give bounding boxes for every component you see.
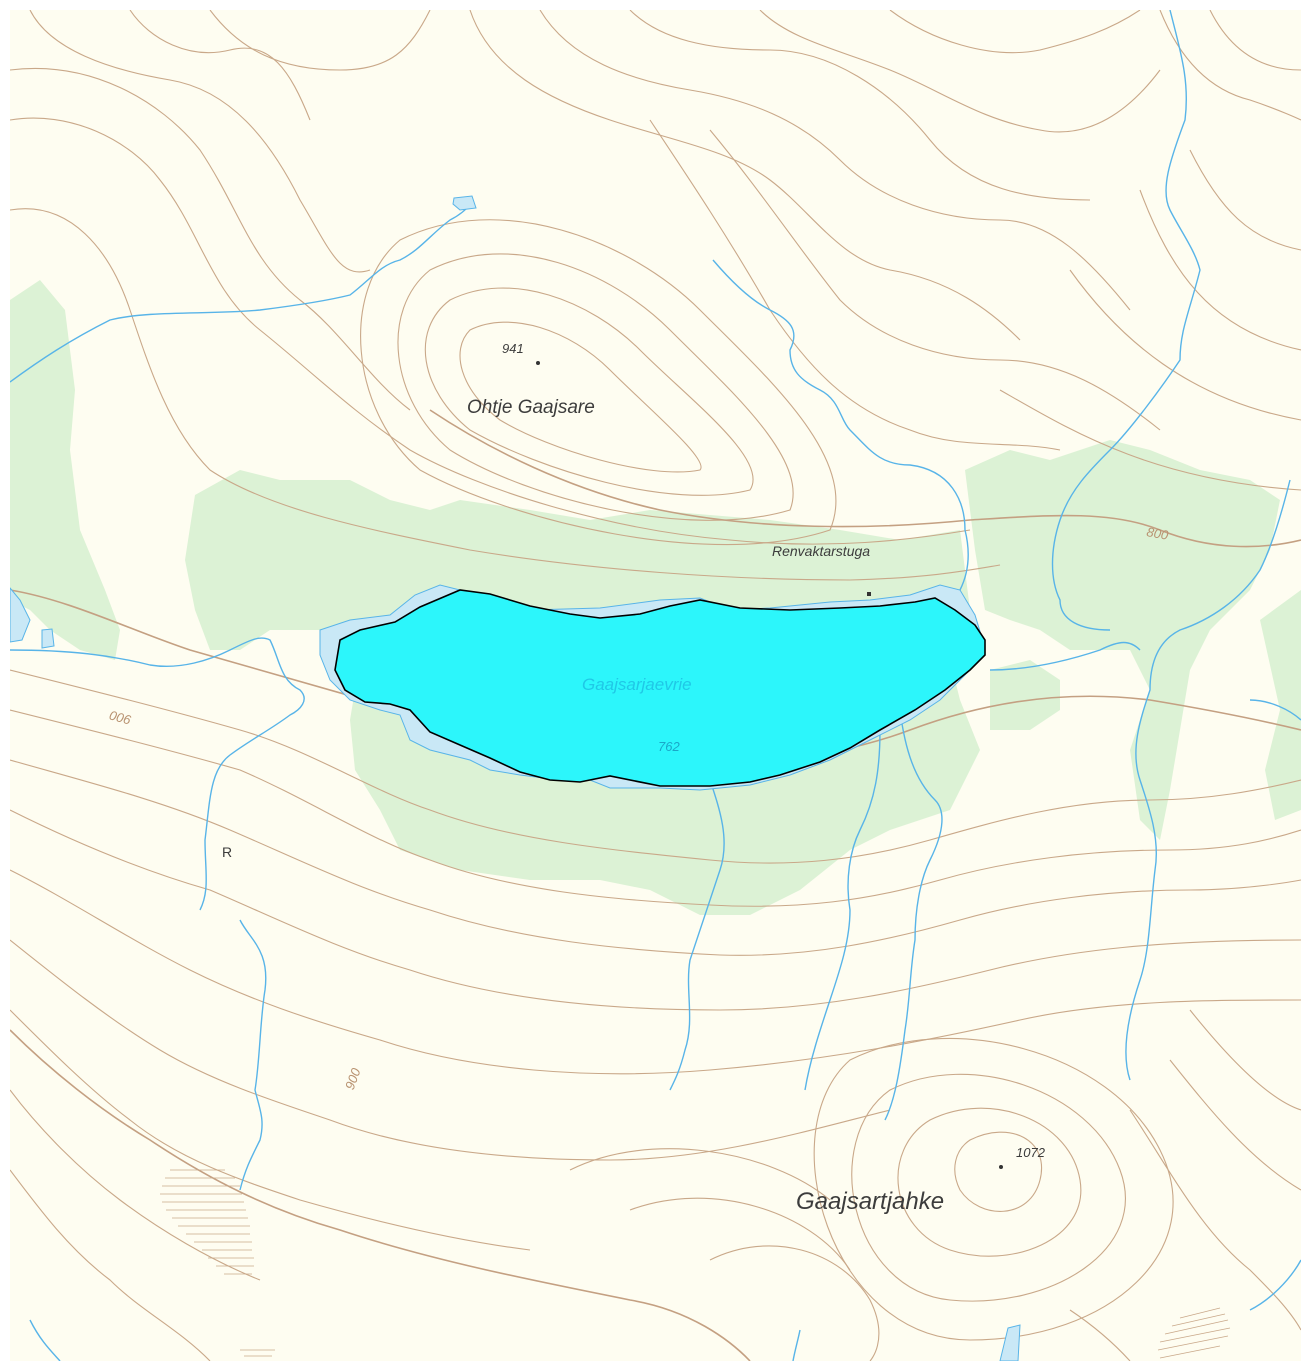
marker-symbol: R xyxy=(222,844,232,860)
hut-name-label: Renvaktarstuga xyxy=(772,543,870,559)
stream-south-2 xyxy=(804,729,881,1091)
contour-label-900-south: 900 xyxy=(342,1065,364,1091)
forest-area-east-lower xyxy=(990,660,1060,730)
stream-southwest xyxy=(239,919,267,1191)
lake-name-label: Gaajsarjaevrie xyxy=(582,675,692,694)
stream-northeast xyxy=(712,259,969,591)
forest-area-far-east xyxy=(1260,590,1301,820)
contour-label-900-west: 900 xyxy=(107,707,133,727)
stream-south-1 xyxy=(669,779,725,1091)
topographic-map[interactable]: 800 900 900 xyxy=(10,10,1301,1361)
pond-north xyxy=(452,195,477,211)
contour-labels: 800 900 900 xyxy=(107,524,1170,1091)
map-canvas: 800 900 900 xyxy=(10,10,1301,1361)
stream-east-branch xyxy=(989,641,1141,671)
pond-west-small xyxy=(41,628,55,649)
summit-elevation-941: 941 xyxy=(502,341,524,356)
pond-southeast xyxy=(999,1324,1021,1361)
stream-northwest xyxy=(10,204,471,383)
hut-symbol xyxy=(867,592,871,596)
point-symbols xyxy=(536,361,1003,1169)
lake-highlight[interactable] xyxy=(334,589,986,787)
marsh-hatching xyxy=(160,1169,1231,1359)
map-labels: 941 Ohtje Gaajsare Renvaktarstuga Gaajsa… xyxy=(222,341,1046,1215)
mountain-name-label: Gaajsartjahke xyxy=(796,1188,944,1215)
summit-point-941 xyxy=(536,361,540,365)
stream-bottom-left xyxy=(29,1319,61,1361)
stream-bottom xyxy=(792,1329,801,1361)
streams xyxy=(10,10,1301,1361)
summit-name-label: Ohtje Gaajsare xyxy=(467,397,595,418)
summit-point-1072 xyxy=(999,1165,1003,1169)
contour-label-800: 800 xyxy=(1145,524,1170,543)
small-water-bodies xyxy=(10,195,1021,1361)
forest-area-west xyxy=(10,280,120,660)
stream-east-north xyxy=(1051,10,1201,631)
stream-west-lake xyxy=(10,637,305,911)
pond-west-edge xyxy=(10,587,31,643)
forest-area-east xyxy=(965,440,1280,840)
contour-lines xyxy=(10,10,1301,1361)
mountain-elevation-1072: 1072 xyxy=(1016,1145,1046,1160)
lake-elevation-label: 762 xyxy=(658,739,680,754)
stream-southeast xyxy=(1249,1259,1301,1311)
stream-far-east xyxy=(1249,699,1301,721)
stream-east xyxy=(1125,479,1291,1081)
stream-south-3 xyxy=(884,709,943,1121)
